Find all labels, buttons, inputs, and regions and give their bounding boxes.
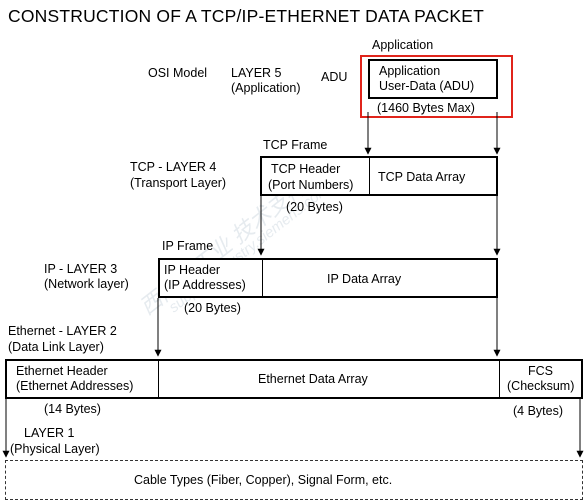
ethernet-header-line2: (Ethernet Addresses): [16, 379, 134, 393]
ip-frame-label: IP Frame: [162, 239, 214, 253]
tcp-header-size: (20 Bytes): [286, 200, 343, 214]
layer3-sub: (Network layer): [44, 277, 129, 291]
application-box-line2: User-Data (ADU): [379, 79, 475, 93]
layer2-name: Ethernet - LAYER 2: [8, 324, 117, 338]
tcp-frame-box: TCP Header (Port Numbers) TCP Data Array: [260, 156, 498, 196]
ethernet-header-line1: Ethernet Header: [16, 364, 108, 378]
layer1-sub: (Physical Layer): [10, 442, 100, 456]
tcp-header-line2: (Port Numbers): [268, 178, 354, 192]
tcp-data-array: TCP Data Array: [378, 170, 466, 184]
fcs-line2: (Checksum): [507, 379, 575, 393]
osi-model-label: OSI Model: [148, 66, 208, 80]
layer5-name: LAYER 5: [231, 66, 282, 80]
fcs-divider: [499, 361, 500, 397]
diagram-title: CONSTRUCTION OF A TCP/IP-ETHERNET DATA P…: [8, 6, 485, 26]
ip-header-line2: (IP Addresses): [164, 278, 246, 292]
tcp-frame-label: TCP Frame: [263, 138, 328, 152]
application-box-line1: Application: [379, 64, 441, 78]
tcp-header-line1: TCP Header: [271, 162, 341, 176]
ip-header-size: (20 Bytes): [184, 301, 241, 315]
fcs-line1: FCS: [528, 364, 553, 378]
application-size: (1460 Bytes Max): [377, 101, 475, 115]
adu-label: ADU: [321, 70, 348, 84]
ip-header-line1: IP Header: [164, 263, 221, 277]
layer4-name: TCP - LAYER 4: [130, 160, 217, 174]
application-frame-label: Application: [372, 38, 434, 52]
layer3-name: IP - LAYER 3: [44, 262, 118, 276]
layer4-sub: (Transport Layer): [130, 176, 227, 190]
ethernet-header-divider: [158, 361, 159, 397]
ip-data-array: IP Data Array: [327, 272, 402, 286]
ethernet-frame-box: Ethernet Header (Ethernet Addresses) Eth…: [5, 359, 583, 399]
tcp-header-divider: [369, 158, 370, 194]
layer2-sub: (Data Link Layer): [8, 340, 104, 354]
layer5-sub: (Application): [231, 81, 301, 95]
layer1-name: LAYER 1: [24, 426, 75, 440]
application-data-box: Application User-Data (ADU): [368, 59, 498, 99]
fcs-size: (4 Bytes): [513, 404, 564, 418]
ethernet-data-array: Ethernet Data Array: [258, 372, 368, 386]
highlight-frame: [360, 55, 513, 118]
ethernet-header-size: (14 Bytes): [44, 402, 101, 416]
cable-types: Cable Types (Fiber, Copper), Signal Form…: [134, 473, 393, 487]
ip-header-divider: [262, 260, 263, 296]
physical-layer-box: Cable Types (Fiber, Copper), Signal Form…: [5, 460, 583, 500]
ip-frame-box: IP Header (IP Addresses) IP Data Array: [158, 258, 498, 298]
